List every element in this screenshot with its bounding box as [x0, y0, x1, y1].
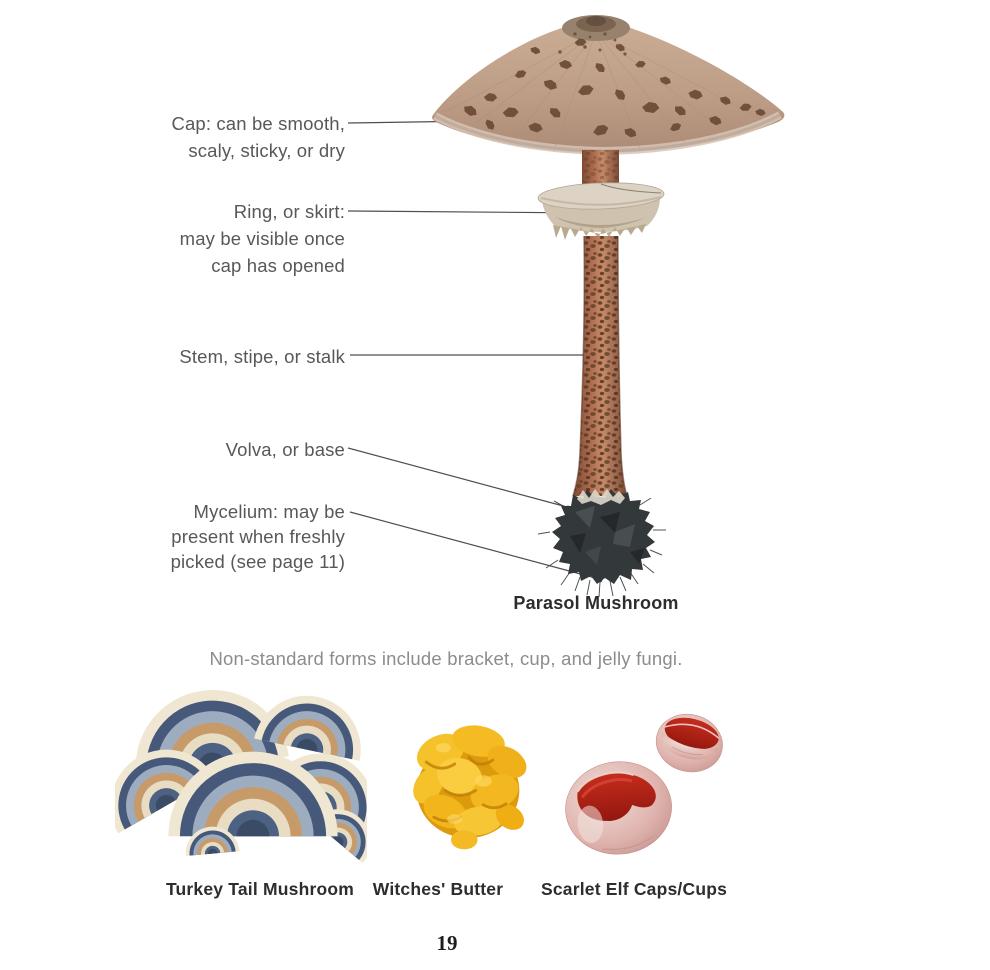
label-ring-line: may be visible once: [179, 228, 345, 249]
label-ring: Ring, or skirt: may be visible once cap …: [130, 198, 345, 279]
label-cap: Cap: can be smooth, scaly, sticky, or dr…: [130, 110, 345, 164]
page-number: 19: [436, 931, 458, 955]
label-stem-line: Stem, stipe, or stalk: [179, 346, 345, 367]
parasol-stem: [572, 235, 628, 497]
scarlet-elf-caps-caption: Scarlet Elf Caps/Cups: [540, 879, 728, 899]
parasol-mushroom-illustration: [432, 15, 785, 598]
label-cap-line: Cap: can be smooth,: [171, 113, 345, 134]
big-elf-cup: [565, 761, 672, 855]
label-ring-line: cap has opened: [211, 255, 345, 276]
witches-butter-caption: Witches' Butter: [372, 879, 504, 899]
label-mycelium: Mycelium: may be present when freshly pi…: [120, 499, 345, 574]
scarlet-elf-cups-illustration: [565, 714, 723, 855]
parasol-caption: Parasol Mushroom: [513, 593, 679, 613]
label-cap-line: scaly, sticky, or dry: [188, 140, 345, 161]
parasol-ring: [537, 182, 665, 240]
small-elf-cup: [655, 714, 723, 773]
label-stem: Stem, stipe, or stalk: [120, 343, 345, 370]
label-mycelium-line: picked (see page 11): [170, 551, 345, 572]
cap-scales: [464, 38, 766, 138]
label-mycelium-line: present when freshly: [171, 526, 345, 547]
label-mycelium-line: Mycelium: may be: [193, 501, 345, 522]
label-volva: Volva, or base: [130, 436, 345, 463]
label-ring-line: Ring, or skirt:: [233, 201, 345, 222]
witches-butter-illustration: [413, 725, 527, 850]
label-volva-line: Volva, or base: [225, 439, 345, 460]
parasol-mycelium-ball: [537, 489, 666, 598]
turkey-tail-caption: Turkey Tail Mushroom: [165, 879, 355, 899]
turkey-tail-illustration: [115, 690, 367, 864]
parasol-cap: [432, 15, 785, 156]
intro-sentence: Non-standard forms include bracket, cup,…: [209, 648, 683, 669]
